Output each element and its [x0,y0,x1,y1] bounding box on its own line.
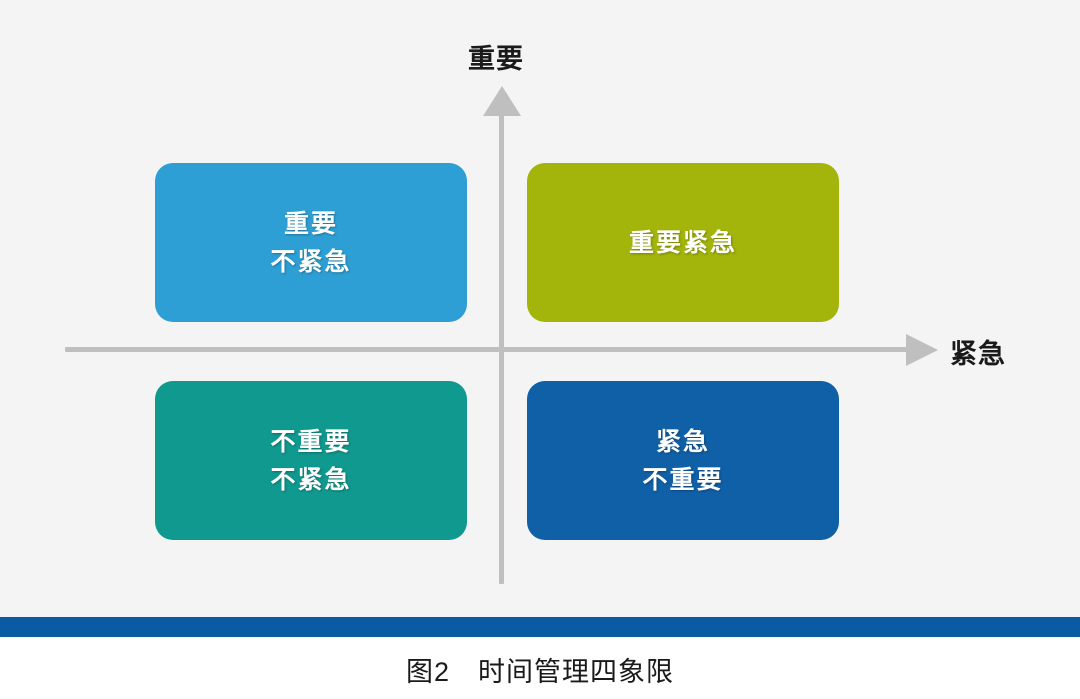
vertical-axis-label: 重要 [468,44,524,74]
figure-caption: 图2 时间管理四象限 [405,657,675,687]
horizontal-axis-label: 紧急 [950,339,1006,369]
quadrant-not-important-not-urgent[interactable]: 不重要 不紧急 [155,381,478,545]
quadrant-label-line-1: 不重要 [270,427,352,456]
vertical-axis-arrow-icon [483,86,521,116]
quadrant-3d-side-face [836,172,850,327]
diagram-canvas: 重要 紧急 重要 不紧急 重要紧急 不重要 不紧急 紧急 不重要 [0,0,1080,617]
quadrant-label-line-1: 紧急 [655,427,710,456]
quadrant-label-line-1: 重要紧急 [628,228,737,257]
quadrant-important-not-urgent[interactable]: 重要 不紧急 [155,163,478,327]
quadrant-label-line-2: 不紧急 [270,465,352,494]
quadrant-3d-side-face [464,172,478,327]
quadrant-label-line-2: 不紧急 [270,247,352,276]
horizontal-axis-line [65,347,910,352]
quadrant-3d-side-face [836,390,850,545]
vertical-axis-line [499,108,504,584]
quadrant-urgent-not-important[interactable]: 紧急 不重要 [527,381,850,545]
quadrant-label-line-1: 重要 [283,209,338,238]
quadrant-3d-side-face [464,390,478,545]
quadrant-important-urgent[interactable]: 重要紧急 [527,163,850,327]
footer-accent-bar [0,617,1080,637]
quadrant-label-line-2: 不重要 [642,465,724,494]
horizontal-axis-arrow-icon [906,334,938,366]
